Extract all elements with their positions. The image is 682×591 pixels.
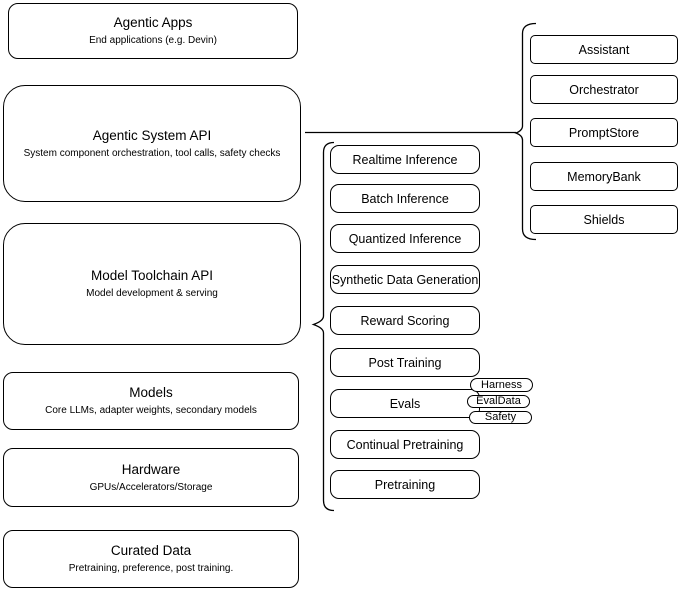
pill-label: EvalData	[476, 395, 521, 408]
node-curated-data[interactable]: Curated Data Pretraining, preference, po…	[3, 530, 299, 588]
node-label: Continual Pretraining	[346, 437, 464, 452]
node-agentic-apps[interactable]: Agentic Apps End applications (e.g. Devi…	[8, 3, 298, 59]
node-assistant[interactable]: Assistant	[530, 35, 678, 64]
node-hardware[interactable]: Hardware GPUs/Accelerators/Storage	[3, 448, 299, 507]
node-pretraining[interactable]: Pretraining	[330, 470, 480, 499]
node-subtitle: Core LLMs, adapter weights, secondary mo…	[45, 405, 257, 416]
node-subtitle: End applications (e.g. Devin)	[89, 35, 217, 46]
node-label: Orchestrator	[569, 82, 639, 97]
node-subtitle: GPUs/Accelerators/Storage	[89, 481, 213, 493]
node-label: Reward Scoring	[360, 313, 450, 328]
node-batch-inference[interactable]: Batch Inference	[330, 184, 480, 213]
node-label: Batch Inference	[361, 191, 449, 206]
pill-harness[interactable]: Harness	[470, 378, 533, 392]
node-label: Assistant	[578, 42, 630, 57]
node-title: Curated Data	[110, 543, 192, 558]
node-label: Shields	[583, 212, 625, 227]
node-label: Evals	[389, 396, 421, 411]
node-label: Realtime Inference	[352, 152, 458, 167]
node-title: Agentic System API	[92, 127, 212, 143]
pill-label: Harness	[481, 378, 522, 391]
node-realtime-inference[interactable]: Realtime Inference	[330, 145, 480, 174]
node-synthetic-data-generation[interactable]: Synthetic Data Generation	[330, 265, 480, 294]
node-label: Synthetic Data Generation	[331, 272, 479, 287]
node-title: Agentic Apps	[113, 15, 193, 30]
node-model-toolchain-api[interactable]: Model Toolchain API Model development & …	[3, 223, 301, 345]
node-promptstore[interactable]: PromptStore	[530, 118, 678, 147]
node-subtitle: Model development & serving	[86, 288, 218, 299]
node-quantized-inference[interactable]: Quantized Inference	[330, 224, 480, 253]
node-title: Hardware	[121, 461, 181, 477]
node-evals[interactable]: Evals	[330, 389, 480, 418]
pill-label: Safety	[484, 411, 517, 424]
node-orchestrator[interactable]: Orchestrator	[530, 75, 678, 104]
node-shields[interactable]: Shields	[530, 205, 678, 234]
node-label: Pretraining	[374, 477, 436, 492]
node-title: Models	[129, 385, 173, 400]
node-post-training[interactable]: Post Training	[330, 348, 480, 377]
pill-evaldata[interactable]: EvalData	[467, 394, 530, 408]
node-subtitle: System component orchestration, tool cal…	[23, 147, 281, 159]
node-label: MemoryBank	[567, 169, 641, 184]
node-title: Model Toolchain API	[90, 268, 214, 283]
node-label: PromptStore	[568, 125, 640, 140]
node-agentic-system-api[interactable]: Agentic System API System component orch…	[3, 85, 301, 202]
node-reward-scoring[interactable]: Reward Scoring	[330, 306, 480, 335]
node-memorybank[interactable]: MemoryBank	[530, 162, 678, 191]
node-continual-pretraining[interactable]: Continual Pretraining	[330, 430, 480, 459]
node-label: Post Training	[368, 355, 442, 370]
node-label: Quantized Inference	[348, 231, 462, 246]
node-subtitle: Pretraining, preference, post training.	[68, 563, 234, 574]
pill-safety[interactable]: Safety	[469, 410, 532, 424]
node-models[interactable]: Models Core LLMs, adapter weights, secon…	[3, 372, 299, 430]
